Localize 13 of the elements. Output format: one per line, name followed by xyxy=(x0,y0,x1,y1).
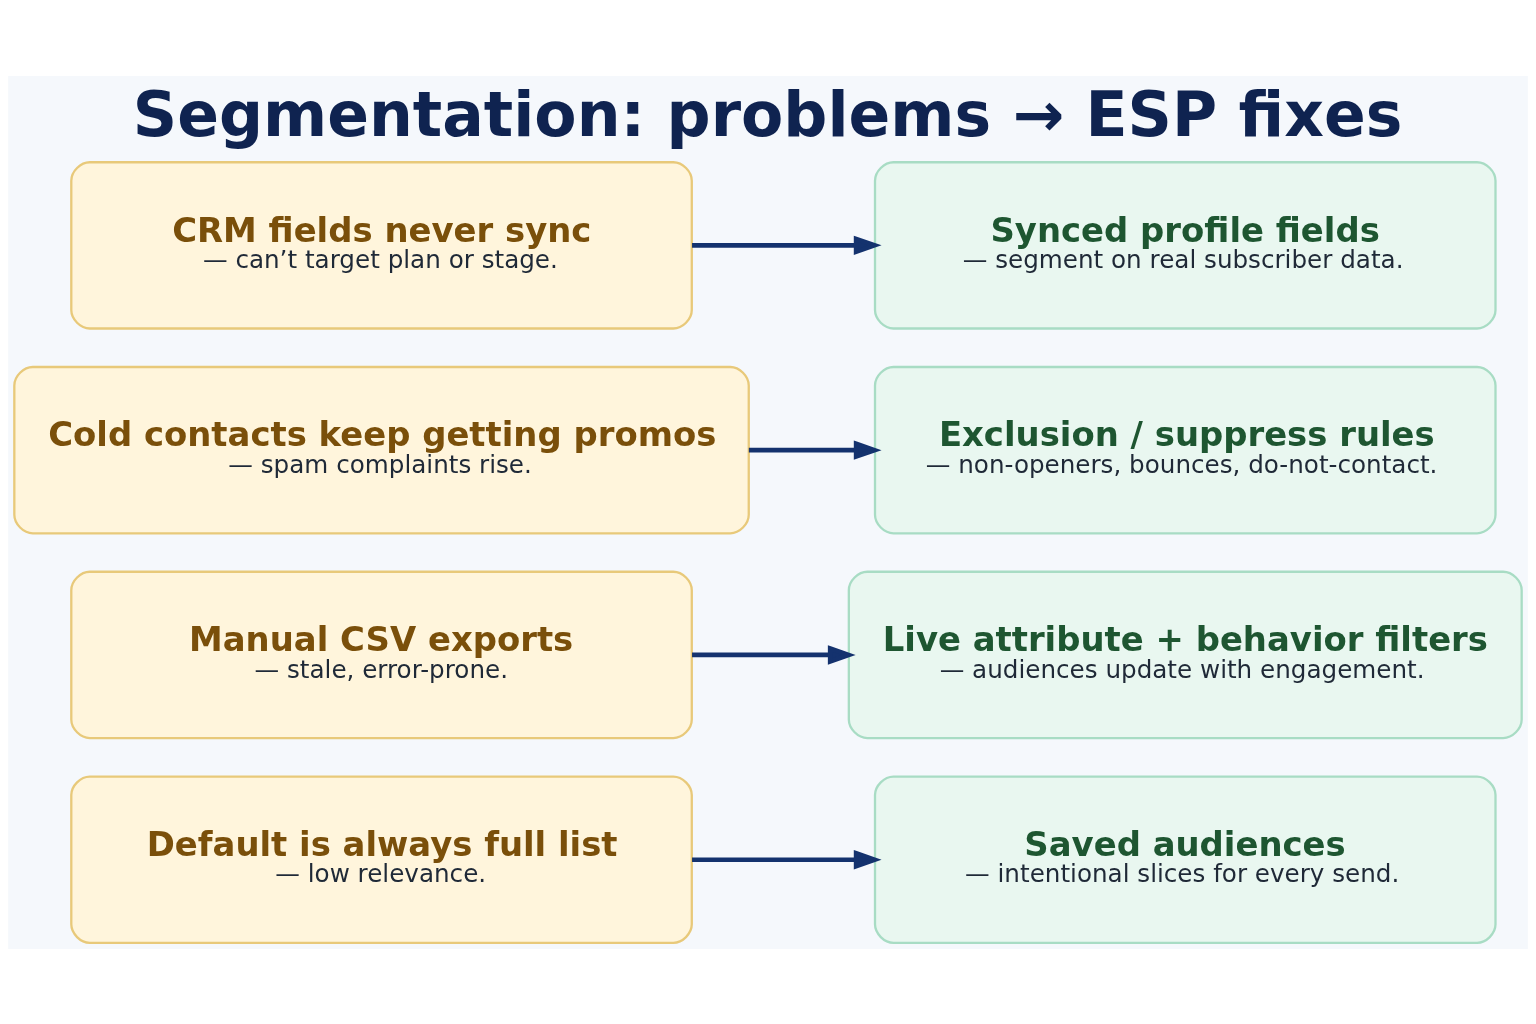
node-box: Synced profile fields — segment on real subscriber data. xyxy=(873,160,1497,330)
diagram-title: Segmentation: problems → ESP fixes xyxy=(132,78,1403,151)
arrow xyxy=(692,235,882,255)
node-box: Live attribute + behavior filters — audiences update with engagement. xyxy=(847,570,1523,739)
node-box: Manual CSV exports — stale, error-prone. xyxy=(70,570,693,739)
arrow xyxy=(692,644,856,665)
node-box: CRM fields never sync — can’t target plan or stage. xyxy=(70,160,693,330)
node-box: Cold contacts keep getting promos — spam complaints rise. xyxy=(13,365,750,534)
arrow xyxy=(748,439,882,460)
node-box: Saved audiences — intentional slices for every send. xyxy=(873,774,1497,944)
node-box: Default is always full list — low relevance. xyxy=(70,774,693,944)
node-box: Exclusion / suppress rules — non-openers, bounces, do-not-contact. xyxy=(873,365,1497,534)
arrow xyxy=(692,849,882,869)
